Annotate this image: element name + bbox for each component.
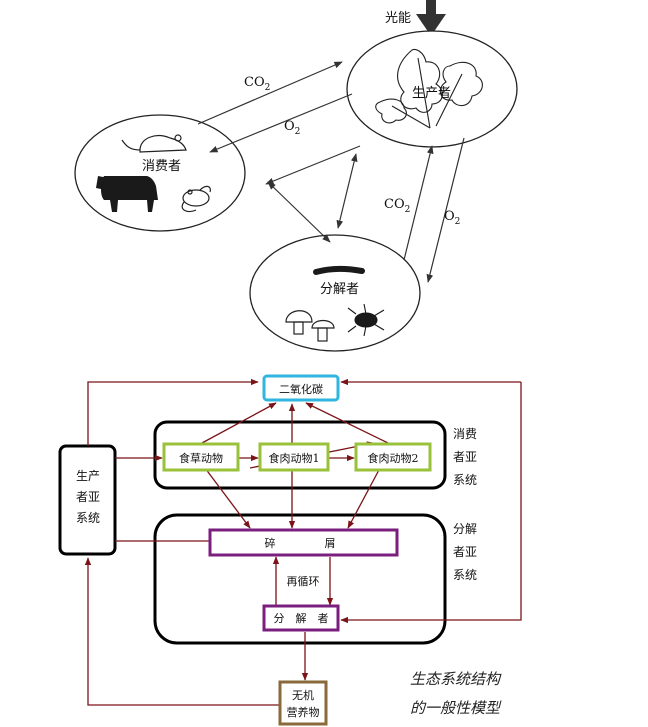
consumer-label: 消费者 [142,159,181,174]
producer-to-co2-line [87,378,259,446]
carnivore1-box [258,442,330,472]
detritus-label-left: 碎 [265,536,276,550]
o2-label-right: O2 [444,209,460,227]
herbivore-box [162,442,240,472]
sun-arrow-icon [416,0,446,36]
decomposer-box-label: 分 解 者 [274,611,329,625]
consumer-subsystem-line3: 系统 [453,473,477,487]
producer-subsystem-line1: 生产 [76,469,100,483]
decomposer-box [262,604,340,632]
detritus-label-right: 屑 [325,537,336,550]
carnivore2-box [354,442,432,472]
decomposer-subsystem-line2: 者亚 [453,545,477,559]
co2-label-left: CO2 [244,75,270,93]
consumer-subsystem-line1: 消费 [453,427,477,441]
co2-feedback-line [340,382,522,624]
decomposer-label: 分解者 [320,282,359,297]
carnivore2-label: 食肉动物2 [368,451,419,465]
cow-icon [96,176,158,212]
co2-label-right: CO2 [384,197,410,215]
inorganic-label-1: 无机 [292,688,314,702]
recycle-label: 再循环 [287,575,320,588]
decomposer-subsystem-line1: 分解 [453,522,477,536]
worm-icon [313,265,365,275]
inorganic-nutrients-box [278,680,328,726]
inorganic-label-2: 营养物 [287,705,320,719]
carnivore1-label: 食肉动物1 [269,451,320,465]
mushroom-icon [285,310,335,342]
co2-box [262,374,340,402]
bottom-model-diagram: 二氧化碳 食草动物 食肉动物1 食肉动物2 碎 屑 再循环 分 解 者 无机 营… [58,374,522,726]
leaf-icon [375,48,483,129]
producer-label: 生产者 [412,86,451,101]
decomposer-subsystem-line3: 系统 [453,568,477,582]
caption-line1: 生态系统结构 [410,670,502,688]
o2-label-left: O2 [284,119,300,137]
herbivore-label: 食草动物 [179,451,223,465]
top-cycle-diagram: 光能 生产者 消费者 [74,0,518,352]
mouse-icon [121,134,187,153]
producer-subsystem-line2: 者亚 [76,490,100,504]
light-energy-label: 光能 [385,11,411,26]
co2-box-label: 二氧化碳 [279,382,323,396]
frog-icon [181,185,211,213]
decomposer-subsystem-frame [153,513,447,645]
consumer-subsystem-line2: 者亚 [453,450,477,464]
caption-line2: 的一般性模型 [410,699,502,717]
producer-subsystem-line3: 系统 [76,511,100,525]
beetle-icon [347,303,385,337]
detritus-box [208,528,399,557]
